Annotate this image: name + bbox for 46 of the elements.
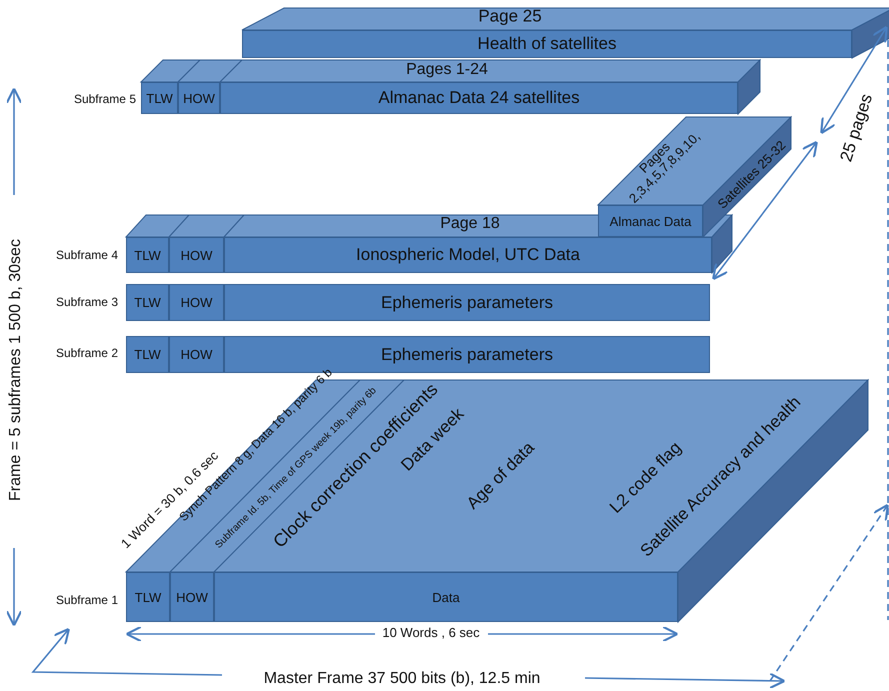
page-heading: Page 25 xyxy=(478,8,542,26)
block-label: Almanac Data xyxy=(610,214,692,228)
block-label: Ephemeris parameters xyxy=(381,292,553,312)
dimension-label: 25 pages xyxy=(837,92,877,164)
block-label: Almanac Data 24 satellites xyxy=(378,88,580,108)
dimension-label: Master Frame 37 500 bits (b), 12.5 min xyxy=(264,670,540,688)
field-label: Age of data xyxy=(464,438,538,514)
subframe-label: Subframe 4 xyxy=(56,249,118,262)
data-block-face xyxy=(170,572,214,622)
data-block-face xyxy=(169,284,224,321)
block-label: HOW xyxy=(180,295,212,310)
block-label: HOW xyxy=(180,347,212,362)
data-block-face xyxy=(126,237,169,273)
data-block-face xyxy=(214,572,678,622)
block-label: Ionospheric Model, UTC Data xyxy=(356,245,580,265)
subframe-label: Subframe 2 xyxy=(56,347,118,360)
block-label: TLW xyxy=(134,248,161,262)
data-block-face xyxy=(224,237,712,273)
data-block-face xyxy=(141,82,178,114)
block-label: TLW xyxy=(134,590,162,604)
block-label: HOW xyxy=(176,590,208,604)
subframe-label: Subframe 5 xyxy=(74,93,136,106)
data-block-face xyxy=(169,237,224,273)
block-label: Data xyxy=(432,590,460,604)
dimension-label: Frame = 5 subframes 1 500 b, 30sec xyxy=(7,239,25,501)
block-label: HOW xyxy=(180,248,212,262)
subframe-label: Subframe 3 xyxy=(56,296,118,310)
block-label: HOW xyxy=(183,90,215,106)
subframe-label: Subframe 1 xyxy=(56,594,118,608)
page-heading: Page 18 xyxy=(440,215,500,233)
page-heading: Pages 1-24 xyxy=(406,61,488,79)
data-block-face xyxy=(169,336,224,373)
data-block-face xyxy=(126,572,170,622)
data-block-face xyxy=(220,82,738,114)
data-block-face xyxy=(598,205,703,237)
block-label: Health of satellites xyxy=(478,34,616,54)
block-label: TLW xyxy=(134,295,161,310)
data-block-face xyxy=(224,284,710,321)
data-block-face xyxy=(126,336,169,373)
block-label: Ephemeris parameters xyxy=(381,344,553,364)
data-block-face xyxy=(126,284,169,321)
data-block-face xyxy=(178,82,220,114)
data-block-face xyxy=(242,30,852,58)
dimension-label: 10 Words , 6 sec xyxy=(382,626,480,640)
block-label: TLW xyxy=(146,90,173,106)
block-label: TLW xyxy=(134,347,161,362)
